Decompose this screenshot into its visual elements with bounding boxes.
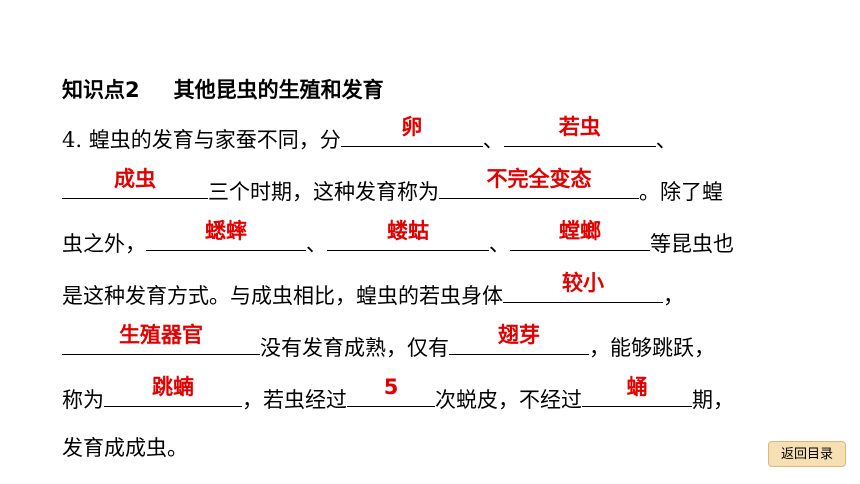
question-text: 、 [482, 128, 504, 152]
question-text: 、 [655, 128, 677, 152]
answer-text: 跳蝻 [152, 375, 194, 399]
answer-text: 卵 [401, 115, 423, 139]
question-text: 称为 [62, 388, 104, 412]
answer-text: 若虫 [558, 115, 601, 139]
question-text: 三个时期，这种发育称为 [208, 180, 439, 204]
question-text: 虫之外， [62, 232, 146, 256]
answer-blank: 不完全变态 [439, 169, 639, 199]
answer-blank: 翅芽 [449, 325, 589, 355]
answer-blank: 生殖器官 [62, 325, 260, 355]
answer-blank: 5 [347, 377, 435, 407]
question-line-4: 是这种发育方式。与成虫相比，蝗虫的若虫身体 较小 ， [62, 273, 684, 314]
answer-text: 生殖器官 [119, 323, 203, 347]
question-line-5: 生殖器官没有发育成熟，仅有 翅芽 ，能够跳跃， [62, 325, 715, 366]
answer-blank: 卵 [340, 117, 483, 147]
question-text: 、 [489, 232, 510, 256]
back-to-contents-button[interactable]: 返回目录 [768, 441, 846, 467]
answer-text: 蝼蛄 [387, 219, 429, 243]
section-heading: 知识点2 其他昆虫的生殖和发育 [62, 74, 384, 104]
answer-text: 蟋蟀 [205, 219, 247, 243]
answer-text: 较小 [562, 271, 604, 295]
answer-text: 蛹 [626, 375, 648, 399]
question-text: 等昆虫也 [650, 232, 734, 256]
question-line-6: 称为 跳蝻 ，若虫经过 5 次蜕皮，不经过 蛹期， [62, 377, 734, 418]
answer-text: 翅芽 [498, 323, 540, 347]
question-text: 发育成成虫。 [62, 436, 188, 460]
question-text: 是这种发育方式。与成虫相比，蝗虫的若虫身体 [62, 284, 503, 308]
answer-blank: 螳螂 [510, 221, 650, 251]
question-line-2: 成虫三个时期，这种发育称为 不完全变态。除了蝗 [62, 169, 723, 210]
question-text: ，能够跳跃， [589, 336, 715, 360]
answer-blank: 成虫 [62, 169, 208, 199]
answer-blank: 较小 [503, 273, 663, 303]
answer-text: 成虫 [114, 167, 156, 191]
section-label: 知识点2 [62, 78, 140, 102]
question-line-1: 4. 蝗虫的发育与家蚕不同，分 卵、 若虫、 [62, 117, 677, 158]
question-text: ，若虫经过 [242, 388, 347, 412]
question-text: 。除了蝗 [639, 180, 723, 204]
answer-blank: 蛹 [582, 377, 692, 407]
answer-text: 5 [383, 375, 399, 399]
answer-blank: 蟋蟀 [146, 221, 306, 251]
question-text: 、 [306, 232, 327, 256]
answer-blank: 若虫 [503, 117, 656, 147]
question-text: 次蜕皮，不经过 [435, 388, 582, 412]
question-text: 没有发育成熟，仅有 [260, 336, 449, 360]
question-text: ， [663, 284, 684, 308]
question-text: 4. 蝗虫的发育与家蚕不同，分 [62, 128, 341, 152]
answer-text: 螳螂 [559, 219, 601, 243]
section-title: 其他昆虫的生殖和发育 [173, 78, 384, 102]
answer-blank: 跳蝻 [104, 377, 242, 407]
answer-blank: 蝼蛄 [327, 221, 489, 251]
question-text: 期， [692, 388, 734, 412]
question-line-7: 发育成成虫。 [62, 430, 188, 466]
question-line-3: 虫之外， 蟋蟀、 蝼蛄、 螳螂等昆虫也 [62, 221, 734, 262]
answer-text: 不完全变态 [486, 167, 592, 191]
